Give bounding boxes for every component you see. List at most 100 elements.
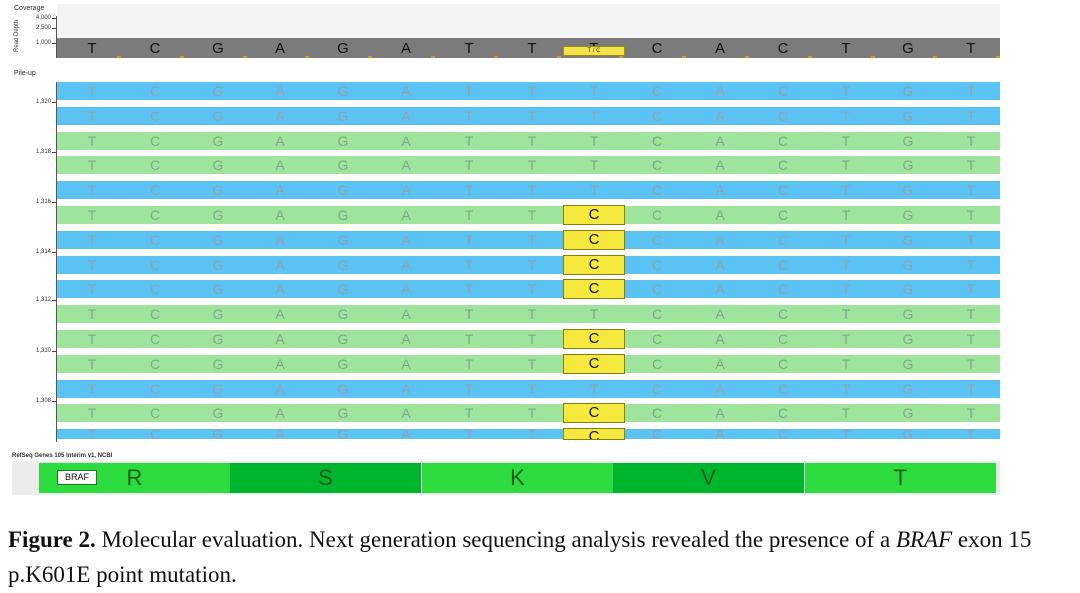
read-base: T [527,281,537,297]
read-base: G [212,331,224,347]
read-base: T [966,356,976,372]
caption-label: Figure 2. [8,527,96,552]
read-base: G [212,133,224,149]
read-base: A [715,281,725,297]
read-base: T [966,232,976,248]
sequencing-viewer: Coverage Read Depth Pile-up RefSeq Genes… [12,0,1000,500]
read-base: T [589,108,599,124]
coverage-marker [494,56,498,58]
read-base: C [651,356,663,372]
read-base: C [149,83,161,99]
read-base: T [87,83,97,99]
read-base: T [841,257,851,273]
read-base: G [212,157,224,173]
read-base: G [902,108,914,124]
position-tick-label: 1,308 [15,398,56,404]
read-base: A [275,257,285,273]
read-base: G [212,207,224,223]
read-base: T [966,429,976,439]
read-base: T [464,83,474,99]
read-base: T [841,157,851,173]
read-base: G [212,182,224,198]
coverage-marker [808,56,812,58]
read-base: G [212,306,224,322]
read-base: C [149,108,161,124]
read-base: A [401,108,411,124]
read-base: C [149,429,161,439]
read-base: T [966,405,976,421]
amino-acid: S [230,463,421,493]
read-base: C [149,381,161,397]
read-base: T [841,133,851,149]
read-base: T [464,133,474,149]
reference-base: A [274,40,285,57]
read-base: T [464,182,474,198]
read-base: C [651,331,663,347]
caption-text-1: Molecular evaluation. Next generation se… [95,527,896,552]
coverage-marker [368,56,372,58]
read-base: C [777,381,789,397]
read-base: C [777,281,789,297]
caption-text-2: exon 15 p.K601E point mutation. [8,527,1032,587]
read-base: T [87,207,97,223]
read-base: T [87,108,97,124]
read-base: T [527,182,537,198]
read-base: G [337,182,349,198]
read-base: C [149,182,161,198]
read-base: C [651,207,663,223]
read-base: T [527,232,537,248]
reference-base: T [87,40,97,57]
read-base: A [715,232,725,248]
read-base: G [902,207,914,223]
read-base: T [527,133,537,149]
coverage-marker [933,56,937,58]
read-base: C [651,157,663,173]
read-base: G [337,133,349,149]
read-base: T [464,207,474,223]
read-base: G [337,157,349,173]
read-base: T [966,331,976,347]
read-base: A [275,133,285,149]
coverage-marker [682,56,686,58]
read-base: T [87,405,97,421]
read-base: T [966,257,976,273]
coverage-variant-marker: T / C [563,46,625,56]
read-base: A [401,281,411,297]
reference-base: T [527,40,537,57]
read-base: T [589,133,599,149]
read-base: A [275,281,285,297]
coverage-tick-label: 2,500 [15,25,56,31]
variant-base: C [563,329,625,349]
read-base: G [337,232,349,248]
read-base: T [589,83,599,99]
read-base: T [589,381,599,397]
reference-base: A [400,40,411,57]
read-base: A [715,429,725,439]
reference-base: C [651,40,663,57]
read-base: A [715,405,725,421]
read-base: C [149,232,161,248]
position-tick-label: 1,312 [15,297,56,303]
read-base: T [464,356,474,372]
read-base: T [527,405,537,421]
read-base: A [275,405,285,421]
read-base: A [401,356,411,372]
refseq-track-label: RefSeq Genes 105 Interim v1, NCBI [12,453,113,459]
read-base: G [337,306,349,322]
read-base: A [401,257,411,273]
read-base: C [651,306,663,322]
read-base: C [777,405,789,421]
reference-base: T [841,40,851,57]
amino-acid: V [613,463,804,493]
read-base: T [527,306,537,322]
read-base: A [715,306,725,322]
read-base: T [966,133,976,149]
coverage-plot-area [57,4,1000,42]
position-tick-label: 1,314 [15,249,56,255]
